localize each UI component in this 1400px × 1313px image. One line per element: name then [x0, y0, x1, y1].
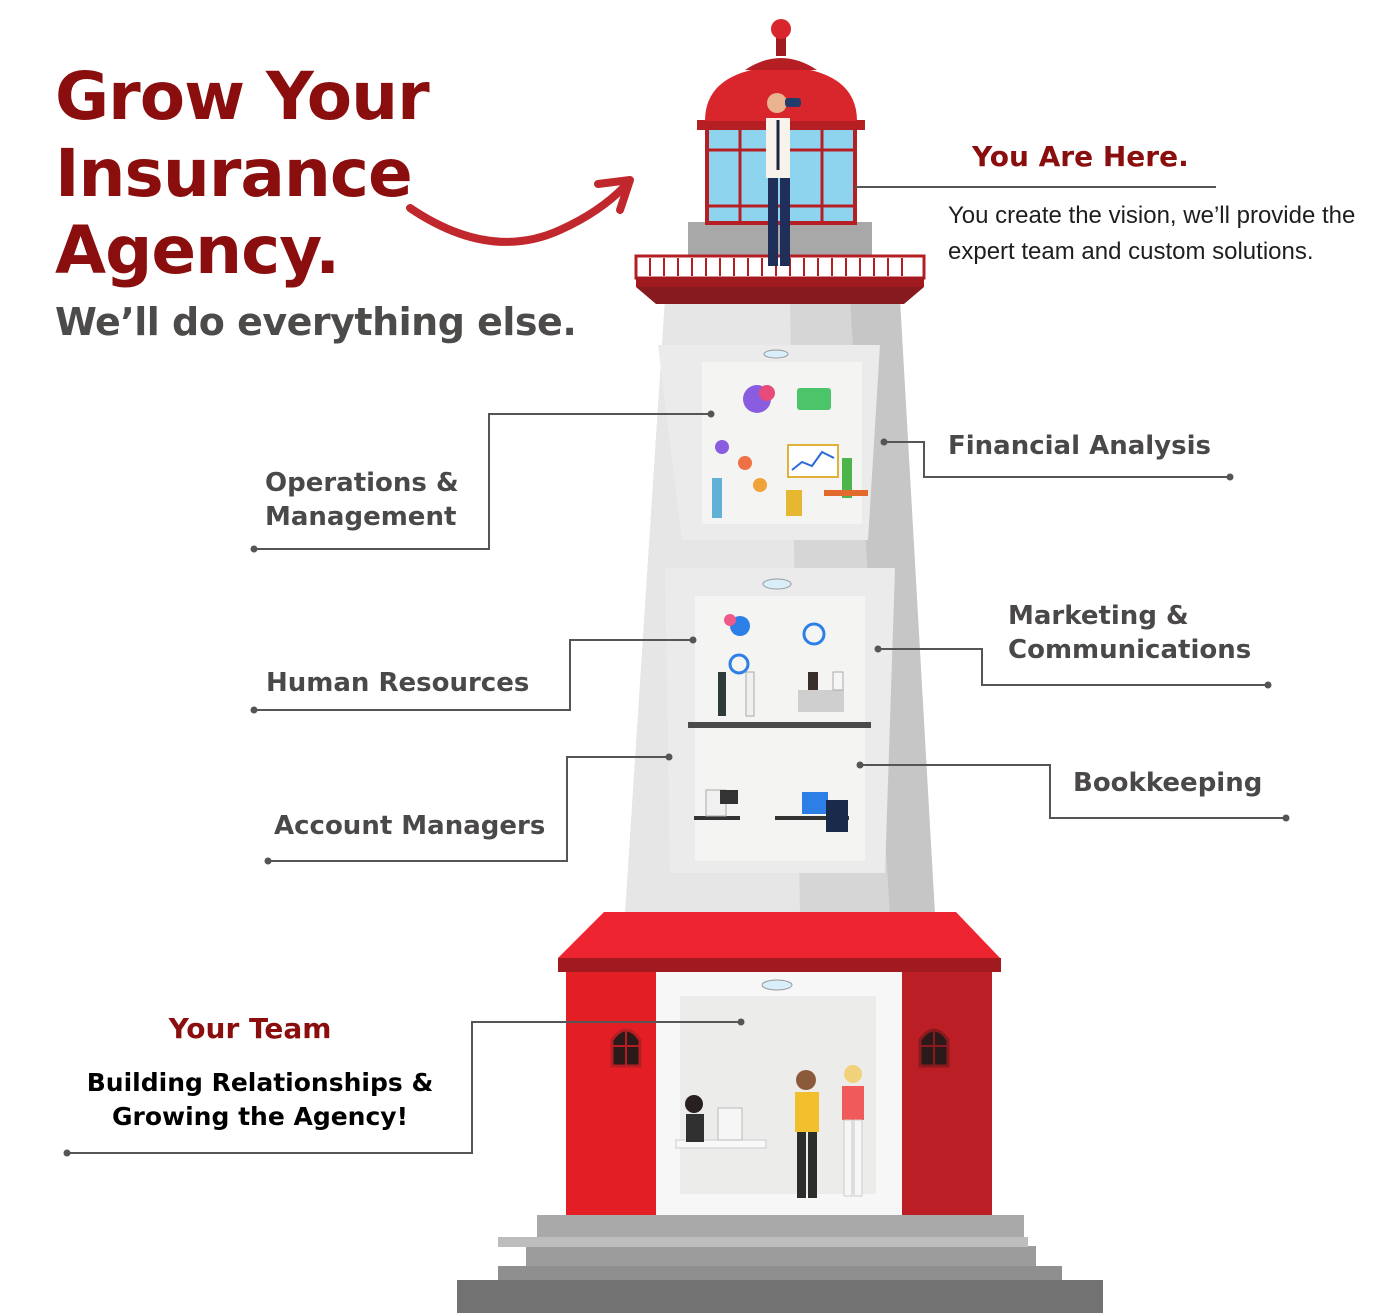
you-are-here-description: You create the vision, we’ll provide the… — [948, 202, 1356, 265]
label-operations-line-2: Management — [265, 502, 457, 532]
your-team-title: Your Team — [168, 1012, 332, 1045]
room-hr-marketing-accounts — [665, 568, 895, 873]
tagline: We’ll do everything else. — [55, 300, 577, 344]
lighthouse-base — [558, 912, 1001, 1216]
label-bookkeeping: Bookkeeping — [1073, 768, 1263, 798]
label-marketing-line-2: Communications — [1008, 635, 1252, 665]
arrow-icon — [406, 182, 629, 246]
headline-line-2: Insurance — [55, 135, 413, 212]
label-marketing-line-1: Marketing & — [1008, 601, 1189, 631]
connector-lines — [67, 186, 1286, 1154]
room-operations-financial — [658, 345, 880, 540]
dome — [705, 66, 857, 121]
you-are-here-title: You Are Here. — [972, 140, 1189, 173]
steps — [457, 1215, 1103, 1313]
label-financial-analysis: Financial Analysis — [948, 431, 1211, 461]
finial — [771, 19, 791, 39]
headline-line-1: Grow Your — [55, 58, 430, 135]
your-team-description: Building Relationships & Growing the Age… — [60, 1066, 460, 1134]
label-marketing-communications: Marketing & Communications — [1008, 599, 1251, 667]
your-team-line-2: Growing the Agency! — [111, 1102, 408, 1131]
label-human-resources: Human Resources — [266, 668, 530, 698]
man-with-binoculars — [766, 93, 801, 266]
label-operations-line-1: Operations & — [265, 468, 459, 498]
headline: Grow Your Insurance Agency. — [55, 58, 430, 289]
headline-line-3: Agency. — [55, 212, 340, 289]
label-operations-management: Operations & Management — [265, 466, 459, 534]
your-team-line-1: Building Relationships & — [86, 1068, 434, 1097]
label-account-managers: Account Managers — [274, 811, 546, 841]
